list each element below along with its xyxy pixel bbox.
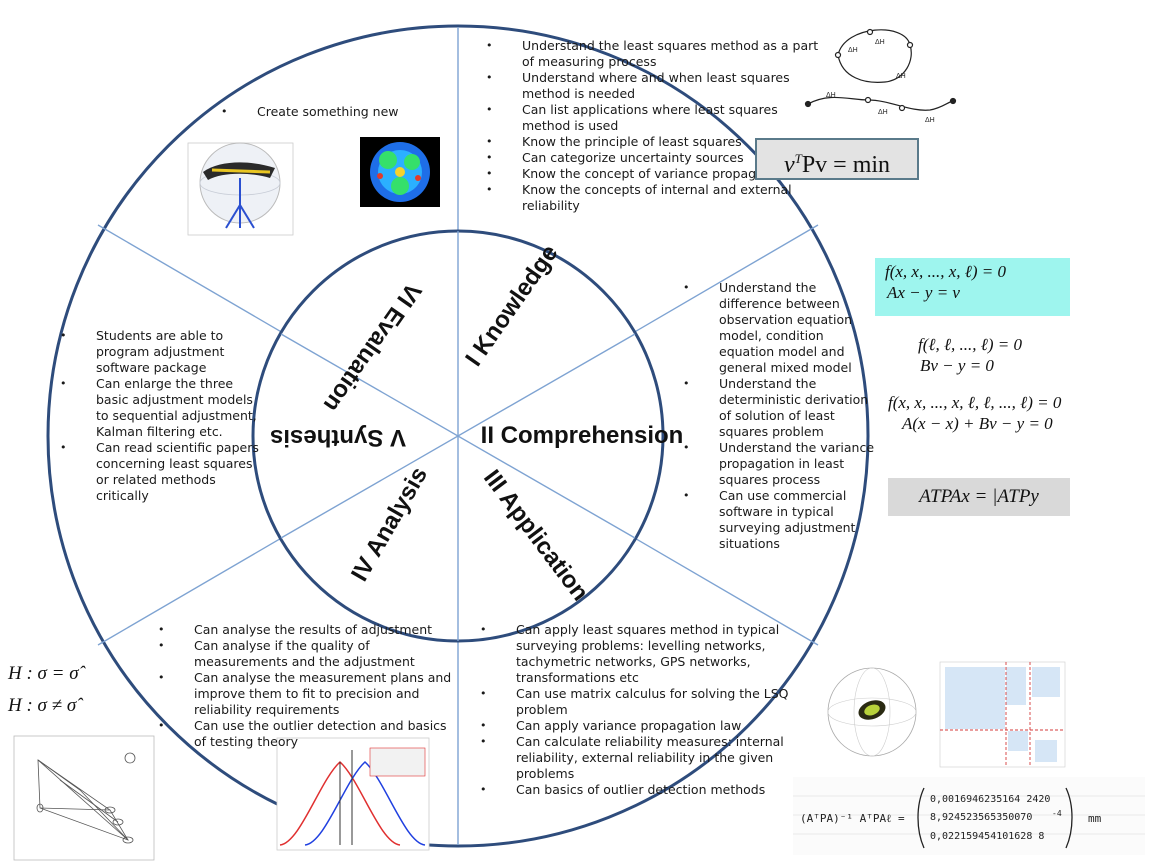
analysis-item: Can analyse the results of adjustment (158, 622, 458, 638)
hypothesis-formulas: H : σ = σ̂ H : σ ≠ σ̂ (8, 658, 79, 722)
synthesis-item: Students are able to program adjustment … (60, 328, 260, 376)
label-synthesis: V Synthesis (270, 424, 406, 451)
label-comprehension: II Comprehension (481, 422, 684, 449)
formula-observation-model: Ax − y = v (887, 283, 960, 302)
formula-condition-eq: f(ℓ, ℓ, ..., ℓ) = 0 (918, 335, 1023, 354)
handwritten-exponent: -4 (1052, 809, 1062, 818)
handwritten-matrix: (AᵀPA)⁻¹ AᵀPAℓ = 0,0016946235164 2420 8,… (793, 777, 1145, 855)
application-item: Can basics of outlier detection methods (480, 782, 800, 798)
dh-label-2: ΔH (875, 39, 885, 46)
error-ellipsoid-plot (820, 666, 935, 766)
handwritten-unit: mm (1088, 812, 1102, 825)
knowledge-item: Can list applications where least square… (486, 102, 821, 134)
application-item: Can apply variance propagation law (480, 718, 800, 734)
dh-label-1: ΔH (848, 47, 858, 54)
dh-label-3: ΔH (896, 73, 906, 80)
surface-3d-plot (360, 137, 440, 207)
comprehension-list: Understand the difference between observ… (683, 280, 878, 552)
evaluation-list: Create something new (221, 104, 421, 120)
formula-mixed-eq: f(x, x, ..., x, ℓ, ℓ, ..., ℓ) = 0 (888, 393, 1062, 412)
handwritten-row-3: 0,022159454101628 8 (930, 831, 1044, 842)
levelling-loop-sketch (834, 28, 914, 83)
knowledge-item: Can categorize uncertainty sources (486, 150, 821, 166)
distribution-plot (276, 737, 430, 851)
synthesis-item: Can read scientific papers concerning le… (60, 440, 260, 504)
analysis-list: Can analyse the results of adjustment Ca… (158, 622, 458, 750)
comprehension-item: Can use commercial software in typical s… (683, 488, 878, 552)
normal-equation-formula: ATPAx = |ATPy (888, 478, 1070, 516)
knowledge-item: Understand where and when least squares … (486, 70, 821, 102)
comprehension-item: Understand the deterministic derivation … (683, 376, 878, 440)
formula-mixed-model: A(x − x) + Bv − y = 0 (902, 414, 1053, 433)
handwritten-row-1: 0,0016946235164 2420 (930, 794, 1050, 805)
knowledge-item: Know the principle of least squares (486, 134, 821, 150)
synthesis-item: Can enlarge the three basic adjustment m… (60, 376, 260, 440)
least-squares-min-formula: vTPv = min (755, 138, 919, 180)
analysis-item: Can analyse the measurement plans and im… (158, 670, 458, 718)
mixed-model-formula: f(x, x, ..., x, ℓ, ℓ, ..., ℓ) = 0 A(x − … (888, 392, 1061, 434)
handwritten-lhs: (AᵀPA)⁻¹ AᵀPAℓ = (800, 812, 905, 825)
formula-h0: H : σ = σ̂ (8, 663, 79, 684)
formula-h1: H : σ ≠ σ̂ (8, 695, 77, 716)
analysis-item: Can analyse if the quality of measuremen… (158, 638, 458, 670)
condition-model-formula: f(ℓ, ℓ, ..., ℓ) = 0 Bv − y = 0 (918, 334, 1022, 376)
network-plot (13, 735, 155, 861)
sphere-3d-plot (187, 142, 294, 236)
handwritten-row-2: 8,924523565350070 (930, 812, 1032, 823)
sparse-matrix-plot (939, 661, 1066, 768)
knowledge-item: Know the concept of variance propagation (486, 166, 821, 182)
dh-label-5: ΔH (878, 109, 888, 116)
dh-label-6: ΔH (925, 117, 935, 124)
comprehension-item: Understand the difference between observ… (683, 280, 878, 376)
knowledge-item: Know the concepts of internal and extern… (486, 182, 821, 214)
formula-condition-model: Bv − y = 0 (920, 356, 994, 375)
formula-general-condition: f(x, x, ..., x, ℓ) = 0 (885, 262, 1006, 281)
knowledge-item: Understand the least squares method as a… (486, 38, 821, 70)
dh-label-4: ΔH (826, 92, 836, 99)
application-item: Can calculate reliability measures: inte… (480, 734, 800, 782)
application-item: Can use matrix calculus for solving the … (480, 686, 800, 718)
general-model-formula: f(x, x, ..., x, ℓ) = 0 Ax − y = v (875, 258, 1070, 316)
application-item: Can apply least squares method in typica… (480, 622, 800, 686)
application-list: Can apply least squares method in typica… (480, 622, 800, 798)
evaluation-item: Create something new (221, 104, 421, 120)
analysis-item: Can use the outlier detection and basics… (158, 718, 458, 750)
synthesis-list: Students are able to program adjustment … (60, 328, 260, 504)
comprehension-item: Understand the variance propagation in l… (683, 440, 878, 488)
knowledge-list: Understand the least squares method as a… (486, 38, 821, 214)
